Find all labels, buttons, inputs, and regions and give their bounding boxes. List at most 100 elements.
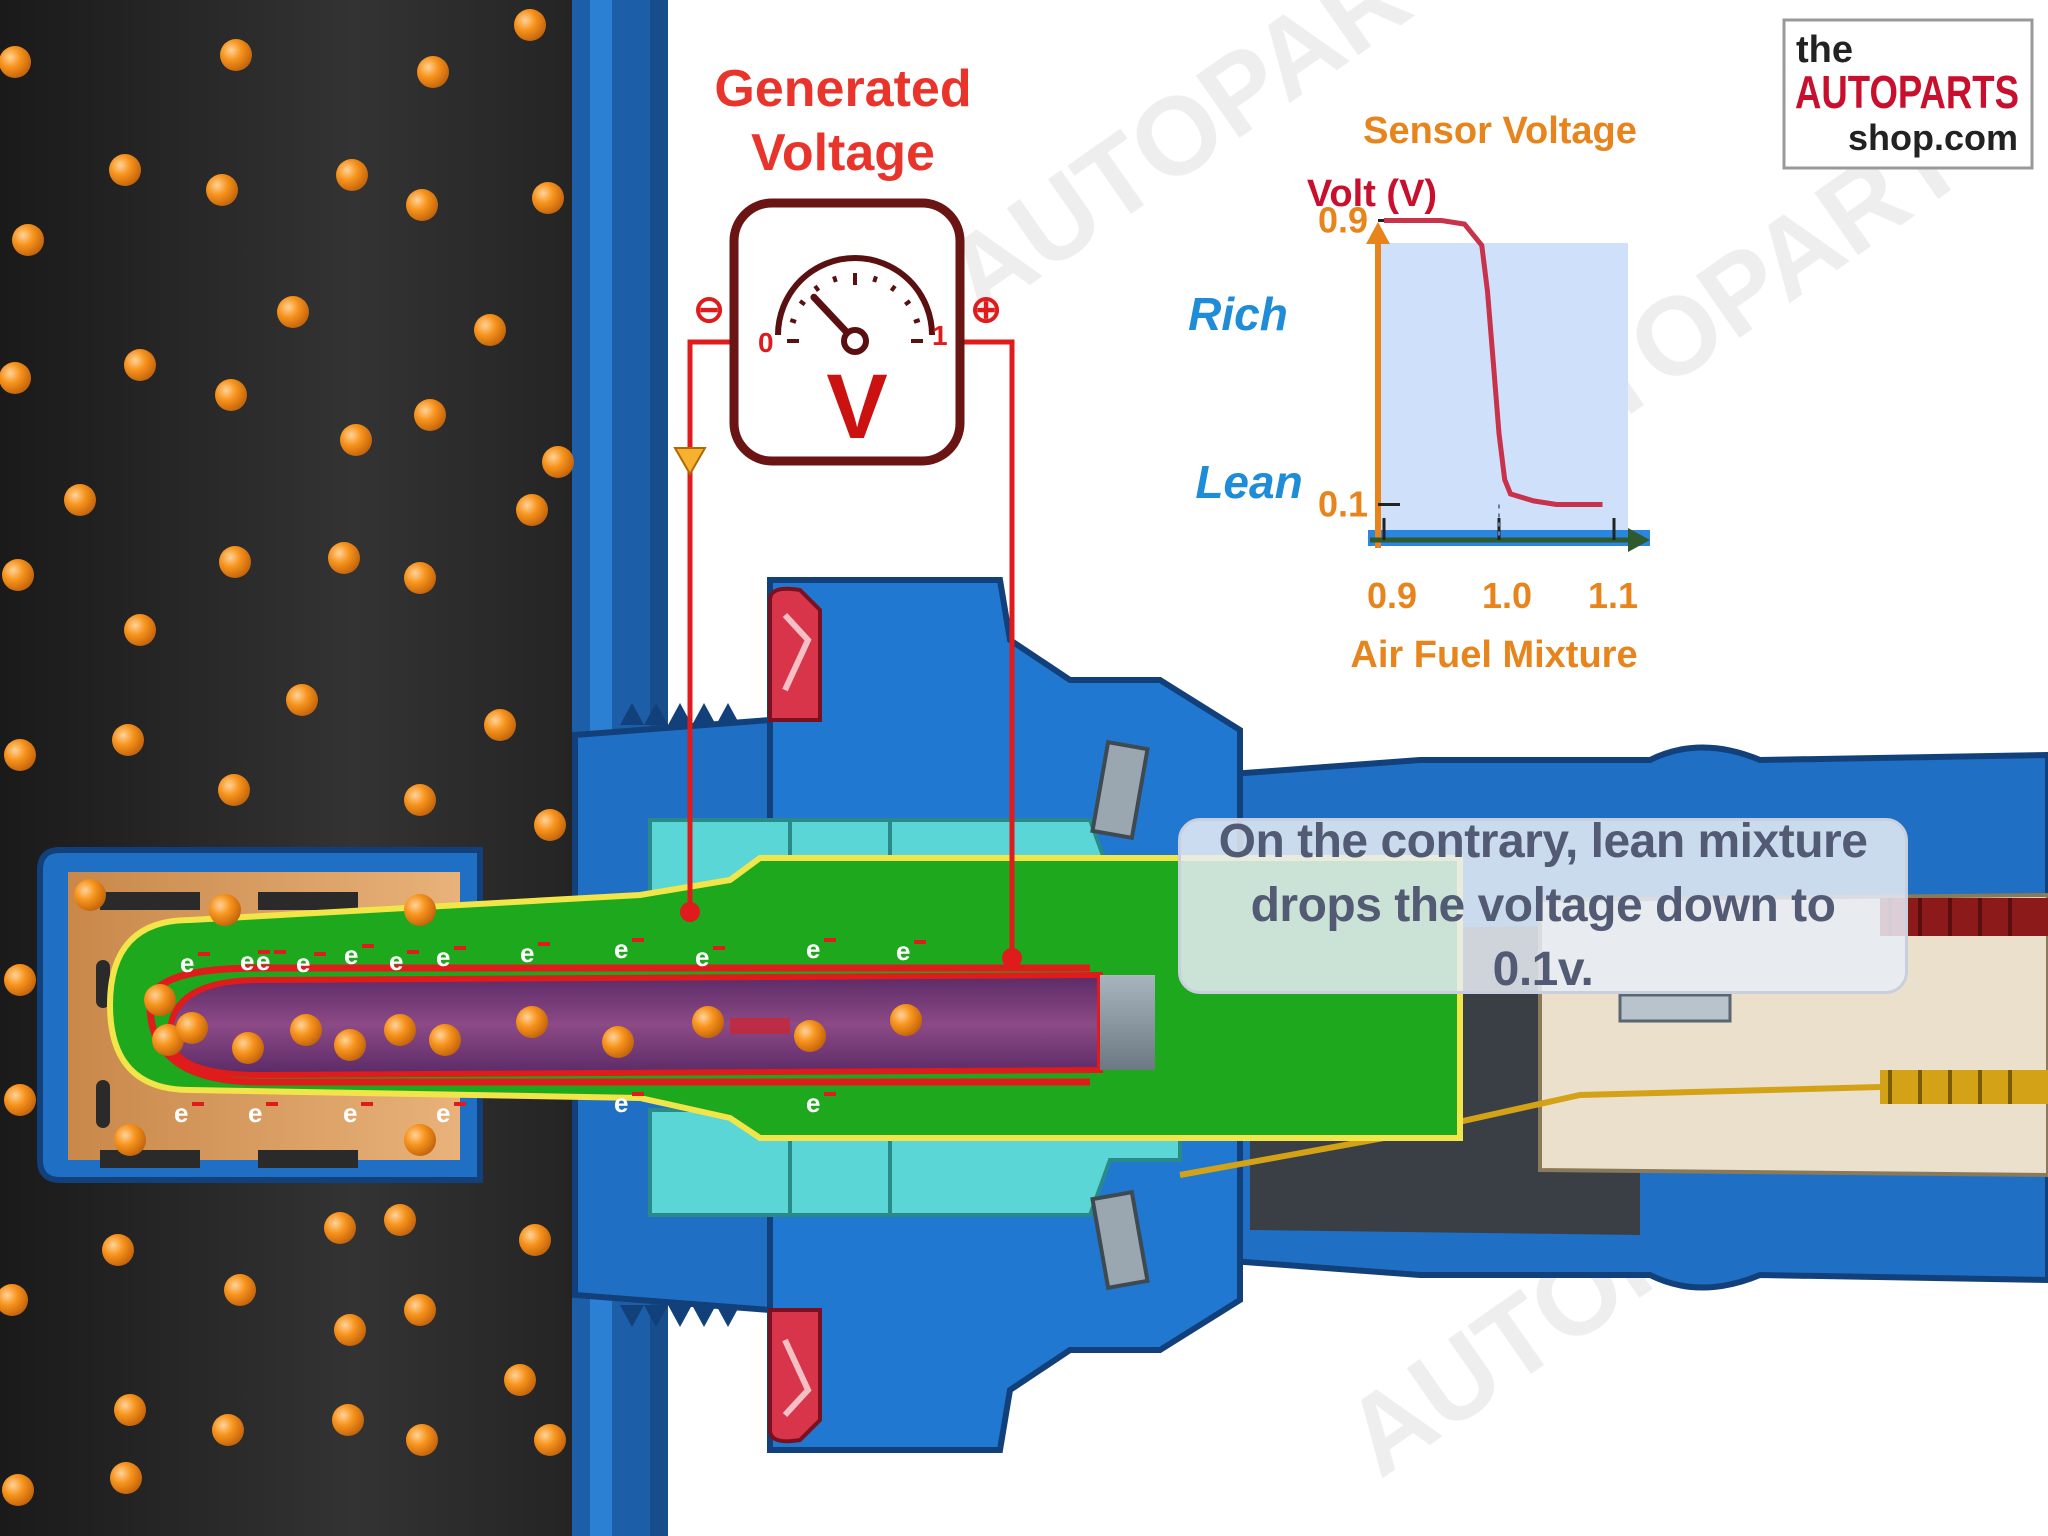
exhaust-particle [519, 1224, 551, 1256]
dial-tick [872, 275, 878, 283]
electron: e [248, 1098, 262, 1128]
wire-contact-negative [680, 902, 700, 922]
graph-voltage-curve [1384, 218, 1603, 507]
electron-charge [266, 1102, 278, 1106]
graph-x-tick-label: 1.1 [1588, 575, 1638, 616]
exhaust-particle [4, 739, 36, 771]
electron-charge [632, 938, 644, 942]
exhaust-particle [277, 296, 309, 328]
dial-tick [798, 299, 807, 307]
positive-terminal-symbol: ⊕ [970, 289, 1002, 331]
voltmeter-pivot [841, 327, 869, 355]
exhaust-particle [218, 774, 250, 806]
dial-tick [913, 318, 921, 324]
voltmeter-scale-min: 0 [758, 327, 774, 358]
sensor-particle [176, 1012, 208, 1044]
oxygen-ions-in-sensor [74, 879, 922, 1156]
wire-negative [687, 339, 738, 908]
voltmeter-scale-max: 1 [932, 320, 948, 351]
dial-tick [889, 284, 897, 293]
exhaust-particle [414, 399, 446, 431]
electron-charge [314, 952, 326, 956]
graph-rich-label: Rich [1188, 288, 1288, 340]
exhaust-particle [124, 349, 156, 381]
exhaust-particle [0, 1284, 28, 1316]
electron-charge [914, 940, 926, 944]
voltmeter-unit: V [826, 356, 887, 458]
exhaust-particle [406, 189, 438, 221]
electron: e [896, 936, 910, 966]
exhaust-particle [332, 1404, 364, 1436]
exhaust-particle [12, 224, 44, 256]
electron-charge [274, 950, 286, 954]
graph-title: Sensor Voltage [1363, 110, 1637, 152]
voltmeter-circuit: 0 1 V ⊖ ⊕ Generated Voltage [673, 60, 1022, 968]
graph-plot-area [1378, 243, 1628, 535]
electron: e [806, 1088, 820, 1118]
voltmeter-title-line2: Voltage [751, 124, 935, 182]
electron-charge [824, 938, 836, 942]
sensor-particle [429, 1024, 461, 1056]
exhaust-particle [404, 562, 436, 594]
exhaust-particle [114, 1394, 146, 1426]
electron: e [240, 946, 254, 976]
sensor-particle [209, 894, 241, 926]
exhaust-particle [406, 1424, 438, 1456]
exhaust-particle [404, 784, 436, 816]
electron: e [695, 942, 709, 972]
exhaust-particle [514, 9, 546, 41]
sensor-particle [334, 1029, 366, 1061]
electron-charge [362, 944, 374, 948]
sensor-particle [144, 984, 176, 1016]
electron: e [344, 940, 358, 970]
exhaust-particle [328, 542, 360, 574]
site-logo: the AUTOPARTS shop.com [1782, 18, 2034, 170]
logo-the: the [1796, 29, 1853, 71]
exhaust-particle [206, 174, 238, 206]
gasket-seal-bottom [768, 1308, 822, 1444]
exhaust-particle [334, 1314, 366, 1346]
exhaust-particle [4, 1084, 36, 1116]
electron: e [180, 948, 194, 978]
electron-charge [454, 946, 466, 950]
dial-tick [789, 318, 797, 324]
exhaust-particle [2, 559, 34, 591]
narration-caption: On the contrary, lean mixture drops the … [1178, 815, 1908, 996]
exhaust-gas-area [0, 0, 590, 1536]
exhaust-particle [109, 154, 141, 186]
exhaust-particle [324, 1212, 356, 1244]
dial-tick [832, 275, 838, 283]
electron: e [256, 946, 270, 976]
electron-charge [824, 1092, 836, 1096]
sensor-particle [384, 1014, 416, 1046]
exhaust-particle [2, 1474, 34, 1506]
logo-shopcom: shop.com [1848, 117, 2018, 158]
electron-charge [192, 1102, 204, 1106]
dial-tick [903, 299, 912, 307]
electron: e [614, 934, 628, 964]
exhaust-particle [0, 362, 31, 394]
voltmeter-dial-arc [775, 255, 935, 336]
electron: e [436, 1098, 450, 1128]
oxygen-sensor [37, 577, 2048, 1453]
exhaust-particle [286, 684, 318, 716]
graph-y-label: Volt (V) [1307, 173, 1437, 215]
exhaust-particle [110, 1462, 142, 1494]
exhaust-particle [516, 494, 548, 526]
exhaust-particle [417, 56, 449, 88]
dial-tick [813, 284, 821, 293]
exhaust-particle [212, 1414, 244, 1446]
graph-x-tick-label: 0.9 [1367, 575, 1417, 616]
sensor-particle [516, 1006, 548, 1038]
electron: e [806, 934, 820, 964]
sensor-particle [290, 1014, 322, 1046]
sensor-particle [890, 1004, 922, 1036]
electron-charge [407, 950, 419, 954]
electron: e [174, 1098, 188, 1128]
exhaust-particle [474, 314, 506, 346]
sensor-particle [152, 1024, 184, 1056]
wire-contact-positive [1002, 948, 1022, 968]
